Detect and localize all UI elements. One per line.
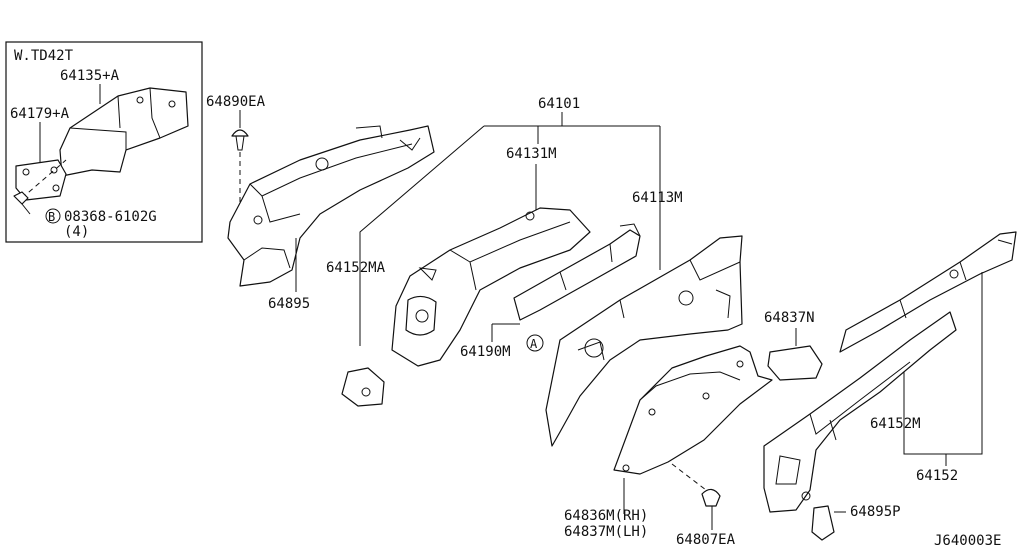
- bolt-marker: B: [48, 210, 55, 224]
- bracket-64152ma-icon: [341, 367, 385, 407]
- label-64179a: 64179+A: [10, 106, 70, 122]
- label-64890ea: 64890EA: [206, 94, 266, 110]
- marker-a-circle: [526, 334, 544, 352]
- side-member-icon: [545, 235, 743, 447]
- inset-bracket-icon: [15, 87, 189, 201]
- bolt-icon: [13, 191, 31, 215]
- inset-frame: [5, 41, 203, 243]
- label-bolt-08368: 08368-6102G: [64, 209, 157, 225]
- reinforcement-icon: [391, 207, 591, 367]
- fender-apron-icon: [227, 125, 435, 287]
- marker-a: A: [530, 337, 538, 351]
- grommet-64807ea-icon: [701, 488, 721, 507]
- splash-shield-icon: [613, 345, 773, 475]
- label-64895: 64895: [268, 296, 310, 312]
- lower-member-icon: [763, 311, 957, 513]
- grommet-icon: [767, 345, 823, 381]
- bolt-marker-circle: [45, 208, 61, 224]
- label-64101: 64101: [538, 96, 580, 112]
- leader-64190m: [491, 323, 520, 342]
- side-rail-64190m-icon: [513, 223, 641, 321]
- label-64895p: 64895P: [850, 504, 901, 520]
- clip-icon: [231, 129, 249, 151]
- label-64131m: 64131M: [506, 146, 557, 162]
- leader-64152ma: [359, 125, 485, 346]
- label-64152m: 64152M: [870, 416, 921, 432]
- label-64135a: 64135+A: [60, 68, 120, 84]
- label-bolt-qty: (4): [64, 224, 89, 240]
- label-64190m: 64190M: [460, 344, 511, 360]
- patch-icon: [811, 505, 835, 541]
- upper-rail-icon: [839, 231, 1017, 353]
- inset-panel: W.TD42T 64135+A 64179+A B 08368-6102G (4…: [5, 41, 203, 243]
- leader-64101-bar: [484, 112, 660, 127]
- figure-code: J640003E: [934, 533, 1001, 549]
- dash-64807ea: [671, 463, 707, 491]
- label-64152: 64152: [916, 468, 958, 484]
- label-64837m-lh: 64837M(LH): [564, 524, 648, 540]
- inset-variant-label: W.TD42T: [14, 48, 74, 64]
- label-64837n: 64837N: [764, 310, 815, 326]
- label-64807ea: 64807EA: [676, 532, 736, 548]
- label-64152ma: 64152MA: [326, 260, 386, 276]
- label-64836m-rh: 64836M(RH): [564, 508, 648, 524]
- label-64113m: 64113M: [632, 190, 683, 206]
- leader-64152-bar: [903, 272, 983, 455]
